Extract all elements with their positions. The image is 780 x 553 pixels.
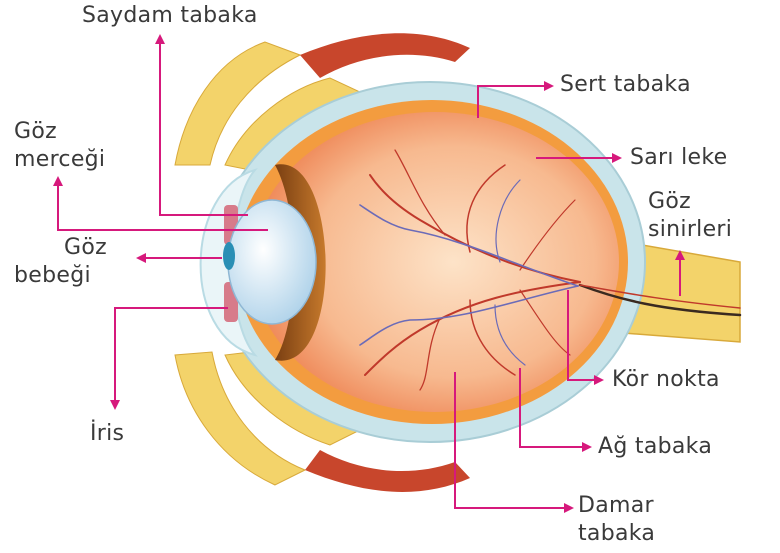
label-saydam-tabaka: Saydam tabaka	[82, 2, 258, 30]
label-goz-sinirleri-line1: Göz	[648, 188, 732, 216]
label-sari-leke: Sarı leke	[630, 144, 727, 172]
pupil	[223, 242, 235, 270]
lens	[228, 200, 316, 324]
label-goz-bebegi: Göz bebeği	[14, 234, 107, 290]
label-goz-mercegi-line2: merceği	[14, 146, 105, 174]
label-damar-tabaka-line2: tabaka	[578, 520, 655, 548]
label-goz-mercegi: Göz merceği	[14, 118, 105, 174]
label-goz-mercegi-line1: Göz	[14, 118, 105, 146]
label-goz-sinirleri-line2: sinirleri	[648, 216, 732, 244]
label-iris: İris	[90, 420, 124, 448]
label-goz-bebegi-line1: Göz	[14, 234, 107, 262]
label-kor-nokta: Kör nokta	[612, 366, 720, 394]
label-damar-tabaka-line1: Damar	[578, 492, 655, 520]
label-sert-tabaka: Sert tabaka	[560, 71, 691, 99]
label-ag-tabaka: Ağ tabaka	[598, 433, 712, 461]
label-damar-tabaka: Damar tabaka	[578, 492, 655, 548]
label-goz-sinirleri: Göz sinirleri	[648, 188, 732, 244]
label-goz-bebegi-line2: bebeği	[14, 262, 107, 290]
